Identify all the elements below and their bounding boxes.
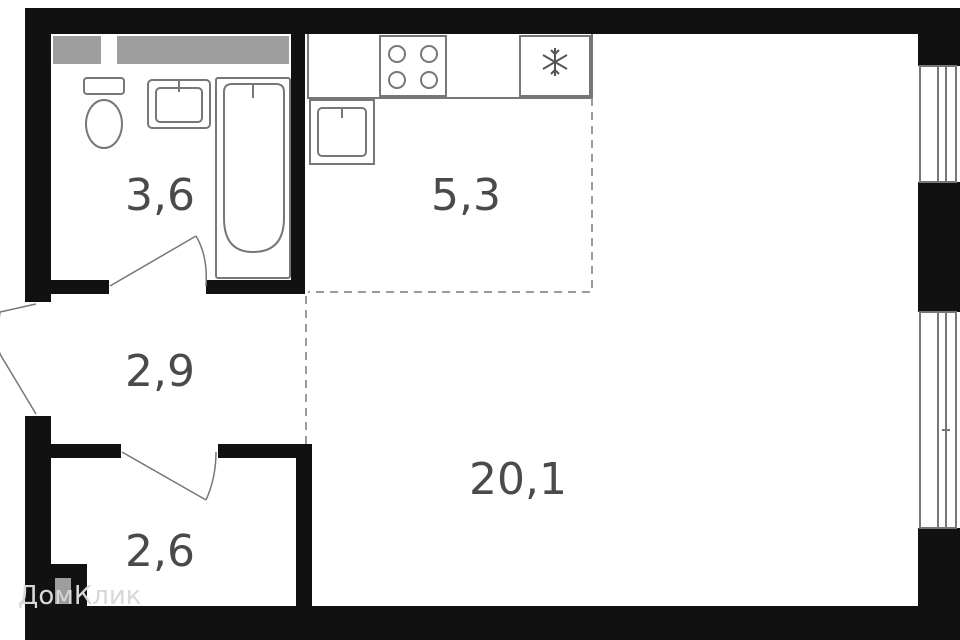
toilet-icon [83, 77, 125, 149]
kitchen-counter [307, 34, 593, 99]
kitchen-zone-boundary [308, 98, 593, 293]
wall-right-bottom [918, 528, 960, 640]
vent-column-fill [55, 578, 71, 604]
door-icon [121, 451, 217, 501]
door-icon [0, 303, 37, 415]
room-area-storage: 2,6 [125, 526, 195, 577]
walls [25, 8, 960, 640]
vent-shaft-right [117, 36, 289, 64]
wall-bottom [25, 606, 960, 640]
wall-bath-right [291, 34, 305, 294]
window-icon [919, 311, 957, 529]
wall-bath-bottom-left [51, 280, 109, 294]
wall-right-mid [918, 182, 960, 312]
kitchen-sink-icon [309, 99, 375, 165]
room-area-living: 20,1 [469, 454, 567, 505]
bathtub-icon [215, 77, 291, 279]
watermark: ДомКлик [18, 581, 142, 611]
window-icon [919, 65, 957, 183]
room-area-hallway: 2,9 [125, 346, 195, 397]
wall-bath-bottom-right [206, 280, 305, 294]
door-icon [109, 235, 208, 287]
stove-icon [379, 35, 447, 97]
wall-right-top [918, 8, 960, 66]
room-area-bathroom: 3,6 [125, 170, 195, 221]
room-area-kitchen: 5,3 [431, 170, 501, 221]
sink-icon [147, 79, 211, 129]
wall-left-upper [25, 8, 51, 302]
wall-top [25, 8, 960, 34]
wall-left-lower [25, 416, 51, 640]
wall-storage-top-left [51, 444, 121, 458]
wall-storage-right [296, 444, 312, 614]
fridge-snowflake-icon [519, 35, 591, 97]
wall-storage-top-right [218, 444, 312, 458]
vent-shaft-left [53, 36, 101, 64]
